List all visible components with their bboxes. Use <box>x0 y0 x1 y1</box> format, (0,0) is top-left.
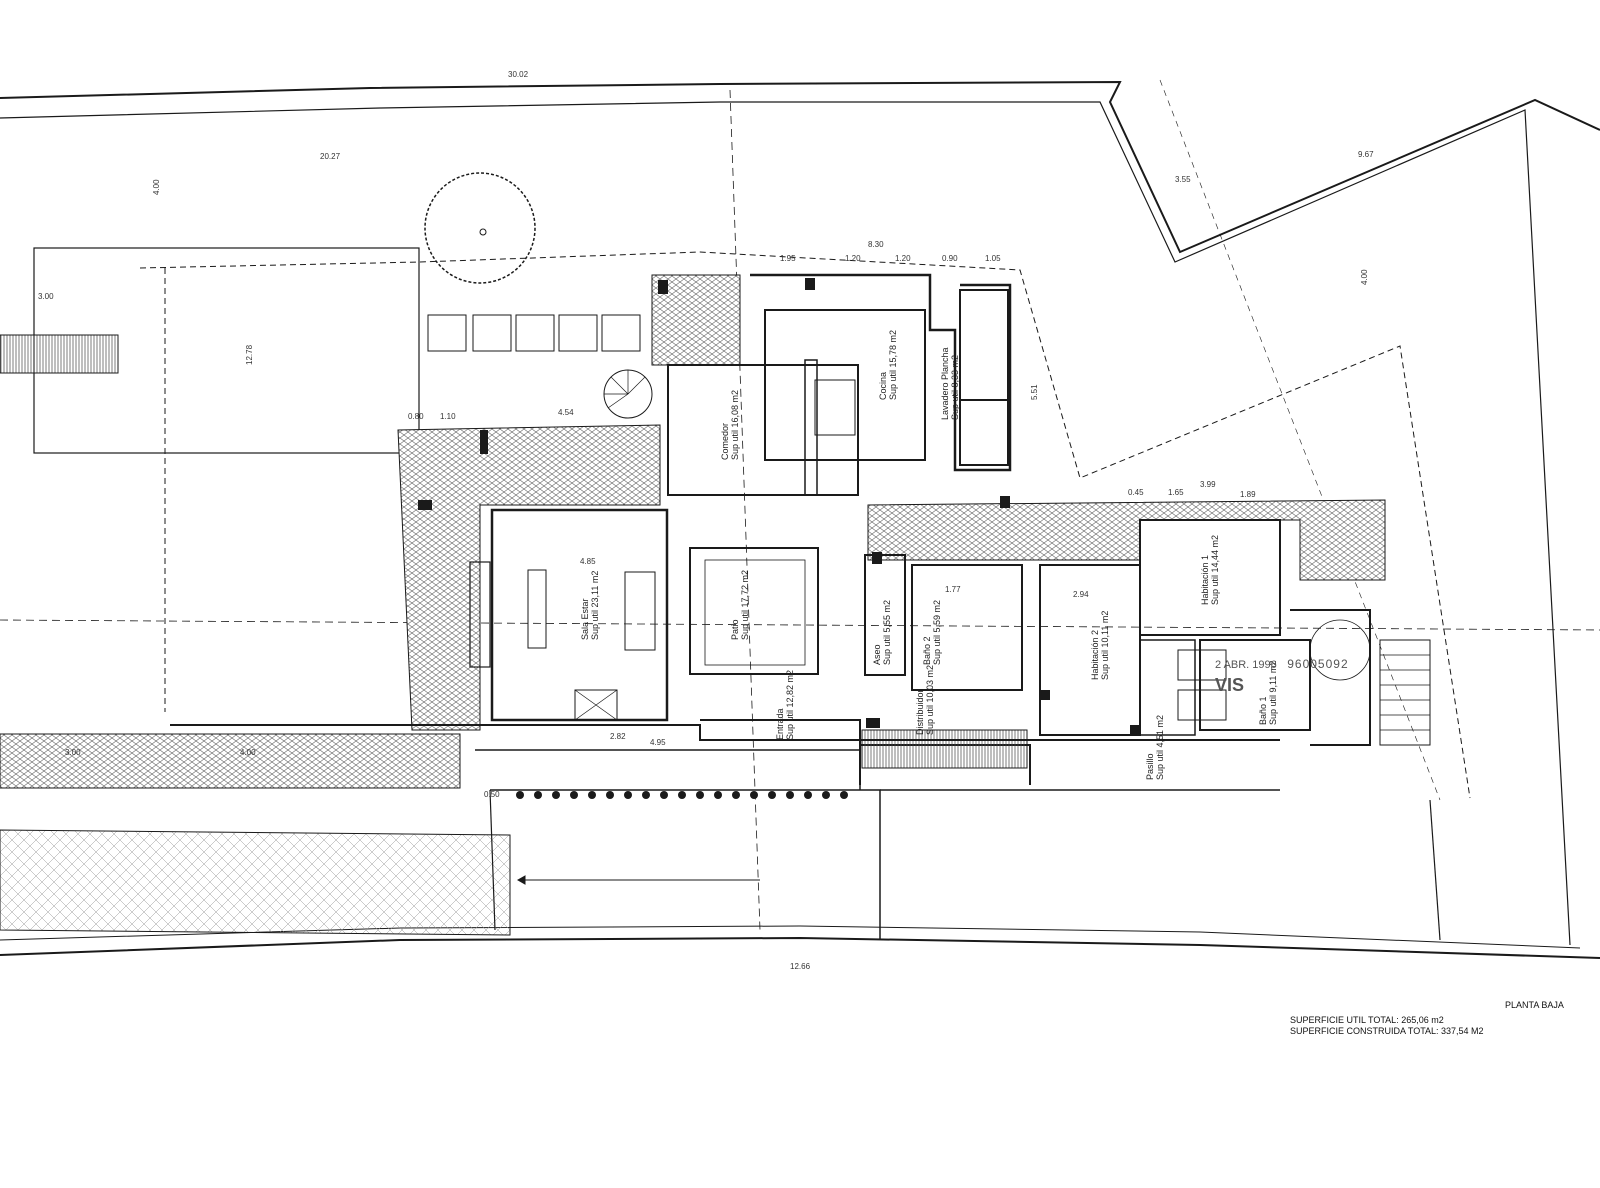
dim-side-b: 3.00 <box>38 292 54 301</box>
dim-right-a: 9.67 <box>1358 150 1374 159</box>
dim-depth: 12.78 <box>245 344 254 365</box>
dim-left-overall: 20.27 <box>320 152 341 161</box>
room-label-kitchen: Cocina Sup util 15,78 m2 <box>878 330 898 400</box>
dim-top-overall: 30.02 <box>508 70 529 79</box>
dim-entry-width: 4.95 <box>650 738 666 747</box>
dim-mid-row-3: 3.99 <box>1200 480 1216 489</box>
room-label-distributor: Distribuidor Sup util 10,03 m2 <box>915 665 935 735</box>
drive-strip <box>0 829 511 936</box>
dim-front-a: 4.00 <box>240 748 256 757</box>
dim-mid-row-4: 1.89 <box>1240 490 1256 499</box>
room-name: Aseo <box>872 644 882 665</box>
plot-boundary-bottom <box>0 936 1600 959</box>
dim-top-row-1: 1.95 <box>780 254 796 263</box>
room-area: Sup util 14,44 m2 <box>1210 534 1220 605</box>
room-area: Sup util 17,72 m2 <box>740 569 750 640</box>
front-path <box>0 733 461 789</box>
dim-mid-row-2: 1.65 <box>1168 488 1184 497</box>
stamp-visa: VIS <box>1215 675 1245 695</box>
room-area: Sup util 4,51 m2 <box>1155 714 1165 780</box>
dim-top-row-3: 1.20 <box>895 254 911 263</box>
aseo <box>864 554 906 676</box>
kitchen <box>764 309 926 461</box>
room-label-dining: Comedor Sup util 16,08 m2 <box>720 390 740 460</box>
dim-kitchen-span: 8.30 <box>868 240 884 249</box>
dim-side-a: 4.00 <box>152 179 161 195</box>
setback-line <box>139 251 1471 799</box>
front-wall <box>170 724 1280 741</box>
terrace-right <box>867 499 1386 581</box>
room-name: Baño 2 <box>922 636 932 665</box>
room-label-entry: Entrada Sup util 12,82 m2 <box>775 670 795 740</box>
dim-depth-right: 5.51 <box>1030 384 1039 400</box>
dim-bottom-overall: 12.66 <box>790 962 811 971</box>
dim-bath-2-width: 1.77 <box>945 585 961 594</box>
plot-boundary-top-inner <box>0 101 1571 946</box>
room-area: Sup util 10,11 m2 <box>1100 610 1110 680</box>
dim-top-row-2: 1.20 <box>845 254 861 263</box>
bedroom-1 <box>1139 519 1281 636</box>
room-area: Sup util 10,03 m2 <box>925 664 935 735</box>
room-name: Distribuidor <box>915 689 925 735</box>
room-label-patio: Patio Sup util 17,72 m2 <box>730 570 750 640</box>
room-name: Sala Estar <box>580 598 590 640</box>
room-area: Sup util 5,55 m2 <box>882 599 892 665</box>
dim-top-row-5: 1.05 <box>985 254 1001 263</box>
room-area: Sup util 8,33 m2 <box>950 354 960 420</box>
stamp-number: 96005092 <box>1287 657 1349 671</box>
tree-circle <box>424 172 536 284</box>
room-name: Lavadero Plancha <box>940 347 950 420</box>
surface-built: SUPERFICIE CONSTRUIDA TOTAL: 337,54 M2 <box>1290 1026 1484 1036</box>
room-label-laundry: Lavadero Plancha Sup util 8,33 m2 <box>940 347 960 420</box>
room-name: Habitación 1 <box>1200 554 1210 605</box>
room-label-bath-2: Baño 2 Sup util 5,59 m2 <box>922 600 942 665</box>
room-area: Sup util 15,78 m2 <box>888 329 898 400</box>
plan-title: PLANTA BAJA <box>1505 1000 1564 1010</box>
dim-right-b: 3.55 <box>1175 175 1191 184</box>
room-area: Sup util 16,08 m2 <box>730 389 740 460</box>
room-area: Sup util 5,59 m2 <box>932 599 942 665</box>
surface-useful: SUPERFICIE UTIL TOTAL: 265,06 m2 <box>1290 1015 1444 1025</box>
dim-bedroom-2-width: 2.94 <box>1073 590 1089 599</box>
bath-1 <box>1199 639 1311 731</box>
surface-summary: SUPERFICIE UTIL TOTAL: 265,06 m2 SUPERFI… <box>1290 1015 1484 1037</box>
room-name: Habitación 2 <box>1090 629 1100 680</box>
laundry <box>959 289 1009 466</box>
dim-front-b: 0.50 <box>484 790 500 799</box>
dim-living-width: 4.85 <box>580 557 596 566</box>
room-name: Cocina <box>878 371 888 400</box>
room-name: Pasillo <box>1145 753 1155 780</box>
room-label-bedroom-2: Habitación 2 Sup util 10,11 m2 <box>1090 611 1110 680</box>
terrace-left <box>397 424 661 731</box>
dim-left-strip: 3.00 <box>65 748 81 757</box>
room-name: Comedor <box>720 422 730 460</box>
room-label-living: Sala Estar Sup util 23,11 m2 <box>580 571 600 640</box>
room-name: Patio <box>730 619 740 640</box>
room-name: Entrada <box>775 708 785 740</box>
patio <box>689 547 819 675</box>
dim-right-c: 4.00 <box>1360 269 1369 285</box>
dim-mid-row-1: 0.45 <box>1128 488 1144 497</box>
dim-hall-width: 2.82 <box>610 732 626 741</box>
dining <box>667 364 859 496</box>
room-label-corridor: Pasillo Sup util 4,51 m2 <box>1145 715 1165 780</box>
bath-2 <box>911 564 1023 691</box>
room-area: Sup util 12,82 m2 <box>785 669 795 740</box>
room-label-bedroom-1: Habitación 1 Sup util 14,44 m2 <box>1200 535 1220 605</box>
dim-terrace-a: 4.54 <box>558 408 574 417</box>
stamp-date: 2 ABR. 1996 <box>1215 659 1277 671</box>
dim-terrace-b: 0.80 <box>408 412 424 421</box>
room-area: Sup util 23,11 m2 <box>590 570 600 640</box>
dim-top-row-4: 0.90 <box>942 254 958 263</box>
registration-stamp: 2 ABR. 1996 96005092 VIS <box>1215 655 1349 696</box>
room-label-aseo: Aseo Sup util 5,55 m2 <box>872 600 892 665</box>
kitchen-walls <box>750 273 1012 472</box>
hedge-row <box>516 791 848 799</box>
dim-terrace-c: 1.10 <box>440 412 456 421</box>
plot-boundary-top <box>0 80 1600 254</box>
stair-steps <box>0 334 119 374</box>
